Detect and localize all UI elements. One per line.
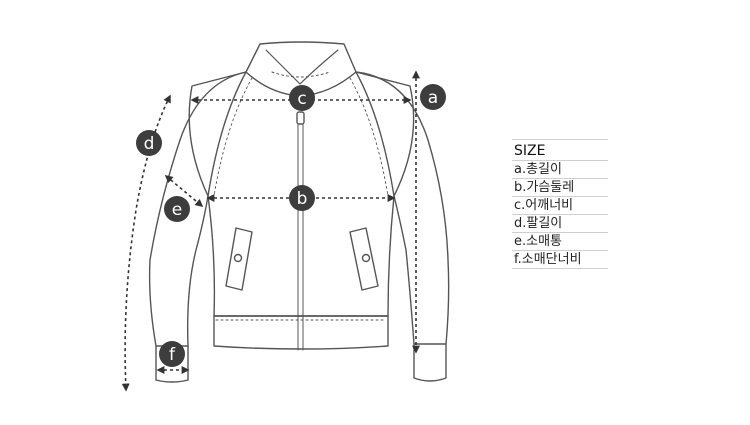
jacket-drawing xyxy=(148,41,450,383)
measure-e-sleeve xyxy=(164,174,204,208)
marker-d: d xyxy=(136,130,162,156)
marker-d-label: d xyxy=(144,134,155,154)
raglan-stitch-left xyxy=(213,77,253,197)
size-legend-item-f: f.소매단너비 xyxy=(512,250,608,269)
raglan-stitch-right xyxy=(349,77,389,197)
size-legend-item-e: e.소매통 xyxy=(512,232,608,250)
zipper xyxy=(297,111,304,351)
marker-f-label: f xyxy=(169,345,176,365)
marker-c: c xyxy=(289,85,315,111)
size-legend-item-c: c.어깨너비 xyxy=(512,196,608,214)
measure-d-arm xyxy=(121,94,171,392)
left-pocket xyxy=(225,227,253,291)
collar xyxy=(245,41,357,97)
waistband xyxy=(213,315,389,350)
size-legend: SIZE a.총길이 b.가슴둘레 c.어깨너비 d.팔길이 e.소매통 f.소… xyxy=(512,139,608,269)
raglan-seam-left xyxy=(207,71,247,197)
size-legend-item-a: a.총길이 xyxy=(512,160,608,178)
raglan-seam-right xyxy=(355,71,395,197)
marker-f: f xyxy=(159,341,185,367)
marker-e: e xyxy=(164,196,190,222)
marker-a-label: a xyxy=(428,88,438,108)
marker-b: b xyxy=(289,185,315,211)
right-pocket xyxy=(349,227,379,291)
size-legend-title: SIZE xyxy=(512,139,608,160)
right-pocket-snap xyxy=(361,253,371,263)
marker-b-label: b xyxy=(297,189,308,209)
right-cuff xyxy=(413,343,447,382)
right-sleeve xyxy=(355,71,450,345)
marker-c-label: c xyxy=(297,89,306,109)
marker-a: a xyxy=(420,84,446,110)
collar-stitch xyxy=(271,71,331,78)
size-legend-item-b: b.가슴둘레 xyxy=(512,178,608,196)
size-legend-item-d: d.팔길이 xyxy=(512,214,608,232)
left-pocket-snap xyxy=(233,253,243,263)
marker-e-label: e xyxy=(172,200,182,220)
zipper-pull xyxy=(296,111,305,125)
collar-inner xyxy=(265,49,339,85)
